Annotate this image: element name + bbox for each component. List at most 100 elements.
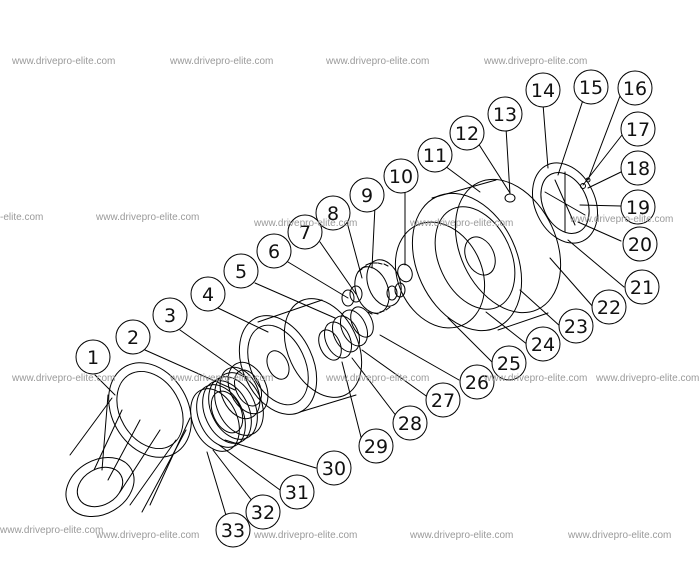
- hub-housing: [65, 362, 192, 518]
- callout-number: 13: [493, 104, 517, 126]
- callout-number: 6: [268, 241, 280, 263]
- callout-number: 17: [626, 119, 650, 141]
- callout-circle: [525, 72, 561, 108]
- callout-number: 31: [285, 482, 309, 504]
- callout-number: 26: [465, 372, 489, 394]
- watermark: -elite.com: [0, 212, 44, 223]
- watermark: www.drivepro-elite.com: [570, 214, 674, 225]
- watermark: www.drivepro-elite.com: [254, 218, 358, 229]
- callout-circle: [245, 494, 281, 530]
- watermark: www.drivepro-elite.com: [12, 56, 116, 67]
- callout-11: 11: [417, 137, 453, 173]
- watermark: www.drivepro-elite.com: [326, 56, 430, 67]
- callout-number: 29: [364, 436, 388, 458]
- callout-circle: [392, 405, 428, 441]
- callout-number: 23: [564, 316, 588, 338]
- callout-31: 31: [279, 474, 315, 510]
- callout-circle: [383, 158, 419, 194]
- watermark: www.drivepro-elite.com: [0, 525, 104, 536]
- callout-circle: [75, 339, 111, 375]
- watermark: www.drivepro-elite.com: [484, 56, 588, 67]
- callout-number: 10: [389, 166, 413, 188]
- callout-number: 3: [164, 305, 176, 327]
- callout-circle: [152, 297, 188, 333]
- callout-14: 14: [525, 72, 561, 108]
- callout-27: 27: [425, 382, 461, 418]
- callout-12: 12: [449, 115, 485, 151]
- callout-circle: [622, 226, 658, 262]
- callout-circle: [620, 150, 656, 186]
- callout-4: 4: [190, 276, 226, 312]
- callout-circle: [591, 289, 627, 325]
- callout-20: 20: [622, 226, 658, 262]
- callout-number: 15: [579, 77, 603, 99]
- watermark: www.drivepro-elite.com: [170, 373, 274, 384]
- watermark: www.drivepro-elite.com: [96, 530, 200, 541]
- watermark: www.drivepro-elite.com: [568, 530, 672, 541]
- callout-number: 12: [455, 123, 479, 145]
- callout-circle: [449, 115, 485, 151]
- callout-number: 2: [127, 327, 139, 349]
- callout-9: 9: [349, 177, 385, 213]
- callout-6: 6: [256, 233, 292, 269]
- callout-number: 1: [87, 347, 99, 369]
- watermark: www.drivepro-elite.com: [12, 373, 116, 384]
- gearbox-housing: [411, 178, 562, 332]
- callout-1: 1: [75, 339, 111, 375]
- callout-circle: [417, 137, 453, 173]
- callout-22: 22: [591, 289, 627, 325]
- callout-25: 25: [491, 345, 527, 381]
- callout-number: 14: [531, 80, 555, 102]
- callout-number: 33: [221, 520, 245, 542]
- watermark: www.drivepro-elite.com: [410, 530, 514, 541]
- callout-circle: [316, 450, 352, 486]
- callout-circle: [620, 111, 656, 147]
- callout-number: 30: [322, 458, 346, 480]
- watermark: www.drivepro-elite.com: [96, 212, 200, 223]
- callout-number: 24: [531, 334, 555, 356]
- callout-21: 21: [624, 269, 660, 305]
- callout-16: 16: [617, 70, 653, 106]
- callout-number: 21: [630, 277, 654, 299]
- bearing-rings: [219, 361, 269, 420]
- callout-number: 7: [299, 222, 311, 244]
- callout-number: 22: [597, 297, 621, 319]
- callout-number: 9: [361, 185, 373, 207]
- callout-8: 8: [315, 195, 351, 231]
- callout-number: 27: [431, 390, 455, 412]
- ring-gear-drum: [238, 298, 363, 415]
- callout-number: 18: [626, 158, 650, 180]
- callout-33: 33: [215, 512, 251, 548]
- watermark: www.drivepro-elite.com: [596, 373, 700, 384]
- callout-23: 23: [558, 308, 594, 344]
- callout-7: 7: [287, 214, 323, 250]
- end-cover: [504, 162, 598, 244]
- callout-circle: [256, 233, 292, 269]
- callout-number: 8: [327, 203, 339, 225]
- callout-30: 30: [316, 450, 352, 486]
- callout-circle: [349, 177, 385, 213]
- watermark: www.drivepro-elite.com: [254, 530, 358, 541]
- callout-number: 11: [423, 145, 447, 167]
- callout-circle: [459, 364, 495, 400]
- callout-number: 28: [398, 413, 422, 435]
- callout-circle: [215, 512, 251, 548]
- planet-bearings: [318, 306, 374, 361]
- callout-circle: [620, 189, 656, 225]
- callout-number: 25: [497, 353, 521, 375]
- callout-circle: [425, 382, 461, 418]
- callout-circle: [287, 214, 323, 250]
- leader-lines: [94, 95, 625, 523]
- callout-3: 3: [152, 297, 188, 333]
- callout-number: 16: [623, 78, 647, 100]
- callout-circle: [624, 269, 660, 305]
- watermark: www.drivepro-elite.com: [170, 56, 274, 67]
- callout-circle: [573, 69, 609, 105]
- callout-28: 28: [392, 405, 428, 441]
- watermark: www.drivepro-elite.com: [484, 373, 588, 384]
- callout-19: 19: [620, 189, 656, 225]
- callout-circle: [315, 195, 351, 231]
- callout-circle: [190, 276, 226, 312]
